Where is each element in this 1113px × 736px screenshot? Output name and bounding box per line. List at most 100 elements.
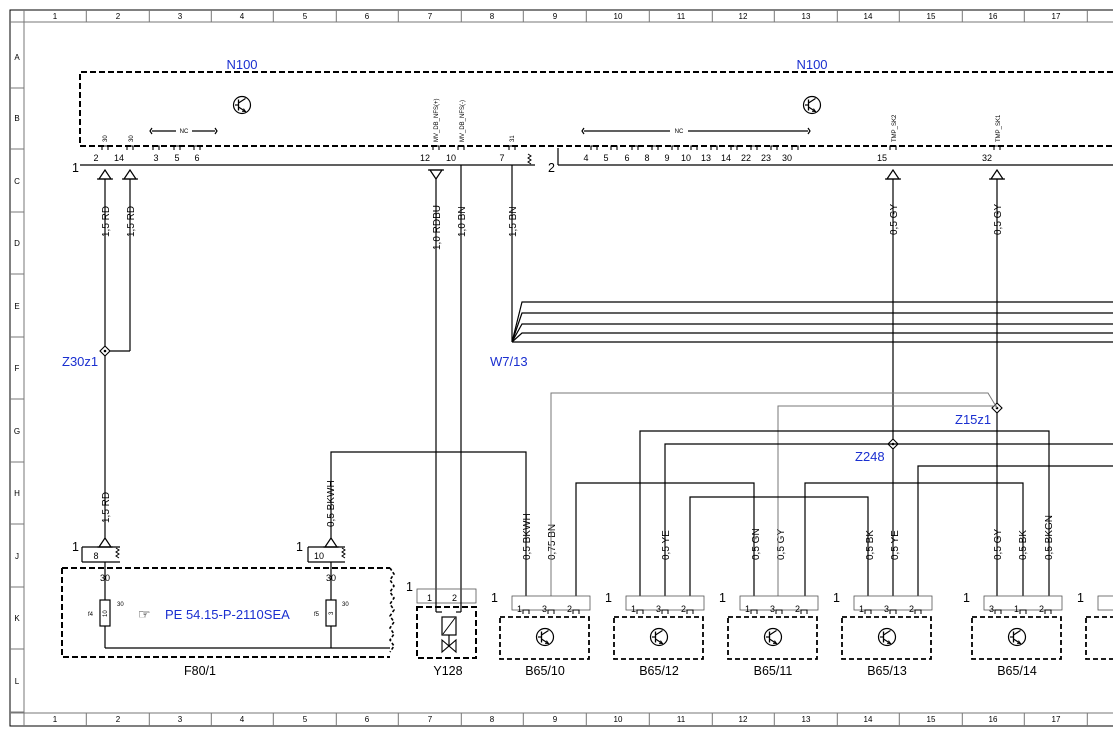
pin-number: 3	[989, 604, 994, 614]
grid-column-label: 8	[490, 715, 495, 724]
splice-label: Z30z1	[62, 354, 98, 369]
pin-number: 7	[499, 153, 504, 163]
grid-column-label: 5	[303, 715, 308, 724]
pin-number: 2	[909, 604, 914, 614]
grid-row-label: K	[14, 614, 20, 623]
pin-number: 3	[153, 153, 158, 163]
grid-row-label: A	[14, 53, 20, 62]
pin-number: 6	[194, 153, 199, 163]
grid-row-label: L	[15, 677, 20, 686]
wire-label: 0,5 BK	[865, 530, 876, 560]
grid-row-label: C	[14, 177, 20, 186]
sensor: 1	[1077, 591, 1113, 660]
pin-number: 1	[427, 593, 432, 603]
transistor-icon	[535, 627, 555, 647]
wire-label: 0,75 BN	[547, 524, 558, 560]
grid-column-label: 6	[365, 715, 370, 724]
fuse-pin: 10	[103, 610, 109, 617]
pin-number: 2	[452, 593, 457, 603]
fuse-box-f80-1: 1 1 8 10 30 30 10 3 f4 f5 30 30 ☞ PE 54.…	[61, 537, 395, 678]
wire-label: 0,5 GY	[993, 529, 1004, 560]
nc-label: NC	[675, 129, 684, 135]
grid-column-label: 3	[178, 12, 183, 21]
fuse-connector: 1	[296, 540, 303, 554]
grid-column-label: 1	[53, 715, 58, 724]
pin-number: 10	[314, 551, 324, 561]
pin-number: 14	[114, 153, 124, 163]
grid-column-label: 5	[303, 12, 308, 21]
grid-column-label: 16	[989, 715, 998, 724]
ecu-connector-1: 1	[72, 161, 79, 175]
fuse-rating: 30	[326, 573, 336, 583]
wire-label: 1,0 BN	[457, 206, 468, 237]
pin-number: 4	[583, 153, 588, 163]
pin-number: 5	[174, 153, 179, 163]
fuse-connector: 1	[72, 540, 79, 554]
pin-number: 3	[884, 604, 889, 614]
pin-name: TMP_SK1	[996, 114, 1002, 142]
grid-column-label: 2	[116, 12, 121, 21]
wire-label: 0,5 GY	[993, 204, 1004, 235]
wire-label: 0,5 YE	[890, 530, 901, 560]
grid-row-label: D	[14, 239, 20, 248]
wire-label: 0,5 GN	[751, 528, 762, 560]
wire-label: 0,5 YE	[661, 530, 672, 560]
grid-column-label: 11	[677, 715, 686, 724]
splice-label: Z248	[855, 449, 885, 464]
wire-label: 1,5 RD	[101, 206, 112, 237]
sensor-label: B65/13	[867, 664, 907, 678]
pin-number: 8	[93, 551, 98, 561]
ecu-label-left: N100	[226, 57, 257, 72]
pin-number: 1	[1014, 604, 1019, 614]
fuse-pin: 3	[329, 611, 335, 615]
transistor-icon	[763, 627, 783, 647]
grid-column-label: 6	[365, 12, 370, 21]
grid-column-label: 14	[864, 12, 873, 21]
drawing-frame	[9, 9, 1113, 727]
pin-number: 10	[446, 153, 456, 163]
pin-name: 30	[129, 135, 135, 142]
pin-number: 30	[782, 153, 792, 163]
wire-labels: 1,5 RD 1,5 RD 1,0 RDBU 1,0 BN 1,5 BN 0,5…	[101, 204, 1055, 560]
pin-number: 1	[745, 604, 750, 614]
pin-name: MV_DB_NFS(+)	[434, 98, 440, 142]
pin-number: 3	[656, 604, 661, 614]
pin-name: 31	[510, 135, 516, 142]
grid-column-label: 3	[178, 715, 183, 724]
grid-row-label: G	[14, 427, 20, 436]
sensor-label: B65/11	[754, 664, 793, 678]
grid-column-label: 12	[739, 715, 748, 724]
sensor-connector: 1	[605, 591, 612, 605]
pin-name: 30	[103, 135, 109, 142]
pin-name: MV_DB_NFS(-)	[460, 100, 466, 142]
grid-column-label: 15	[927, 12, 936, 21]
reference-link[interactable]: PE 54.15-P-2110SEA	[165, 607, 290, 622]
grid-column-label: 13	[802, 715, 811, 724]
pin-number: 5	[603, 153, 608, 163]
wire-label: 0,5 GY	[889, 204, 900, 235]
grid-column-label: 4	[240, 715, 245, 724]
pin-number: 9	[664, 153, 669, 163]
transistor-icon	[802, 95, 822, 115]
pin-number: 1	[631, 604, 636, 614]
pin-number: 8	[644, 153, 649, 163]
sensor-label: B65/12	[639, 664, 679, 678]
fuse-rating: 30	[342, 602, 349, 608]
reference-hand-icon: ☞	[138, 606, 151, 622]
sensor-connector: 1	[491, 591, 498, 605]
pin-number: 14	[721, 153, 731, 163]
grid-column-label: 10	[614, 12, 623, 21]
wire-label: 1,0 RDBU	[432, 205, 443, 250]
fuse-name: f4	[88, 612, 94, 618]
grid-column-label: 17	[1052, 12, 1061, 21]
sensor-connector: 1	[1077, 591, 1084, 605]
pin-number: 2	[567, 604, 572, 614]
grid-column-label: 2	[116, 715, 121, 724]
grid-row-label: E	[14, 302, 19, 311]
pin-number: 12	[420, 153, 430, 163]
